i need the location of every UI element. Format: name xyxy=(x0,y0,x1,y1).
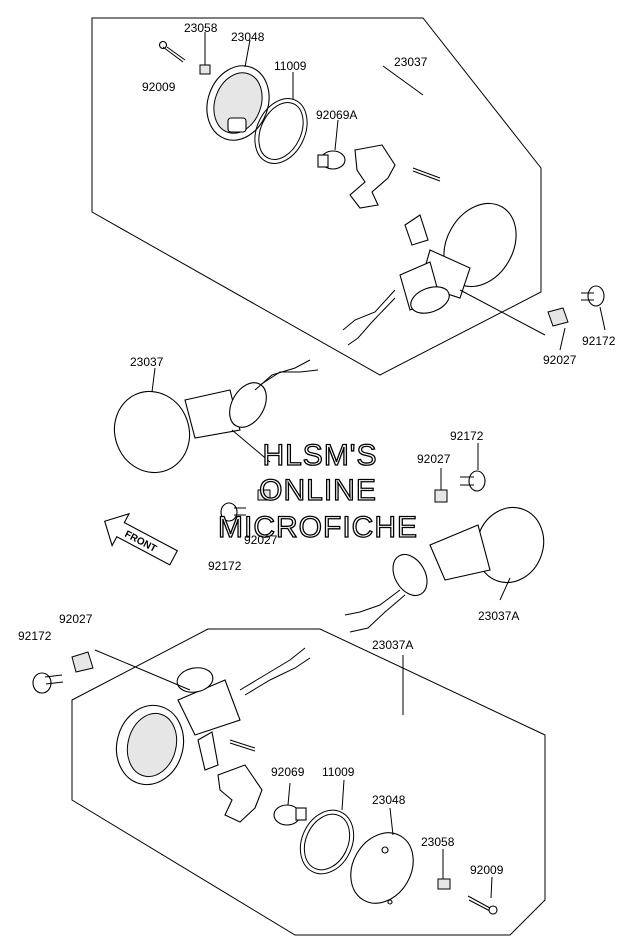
clip-top xyxy=(404,214,429,246)
turn-signal-housing-mid-right xyxy=(344,507,545,633)
socket-bottom xyxy=(217,764,263,823)
nut-23058-top xyxy=(199,64,211,75)
label-92172-top: 92172 xyxy=(582,334,616,348)
watermark-line1: HLSM'S xyxy=(262,439,377,472)
label-11009-bottom: 11009 xyxy=(322,765,355,779)
lens-23048-bottom xyxy=(350,832,414,905)
label-11009-top: 11009 xyxy=(274,59,307,73)
collar-92027-mid-left xyxy=(257,489,271,501)
bolt-92172-mid-right xyxy=(460,470,486,492)
clip-bottom xyxy=(197,731,219,771)
label-23048-bottom: 23048 xyxy=(372,793,406,807)
label-23058-bottom: 23058 xyxy=(421,835,455,849)
top-outline xyxy=(91,17,542,376)
label-92009-bottom: 92009 xyxy=(470,863,504,877)
socket-bracket-top xyxy=(349,144,396,209)
screw-92009-top xyxy=(158,40,186,63)
screw-92009-bottom xyxy=(467,895,498,915)
label-23037A-mid: 23037A xyxy=(478,609,519,623)
label-92027-bottom: 92027 xyxy=(59,612,93,626)
label-92172-mid-right: 92172 xyxy=(450,429,484,443)
top-assembly xyxy=(91,17,606,376)
label-92027-top: 92027 xyxy=(543,353,577,367)
part-labels: 23058 23048 11009 92009 23037 92069A 920… xyxy=(18,21,616,877)
label-92069-bottom: 92069 xyxy=(271,765,305,779)
label-23037-top: 23037 xyxy=(394,55,428,69)
collar-92027-top xyxy=(547,307,569,327)
turn-signal-housing-mid-left xyxy=(113,359,319,474)
label-92027-mid-right: 92027 xyxy=(417,452,451,466)
label-92069A-top: 92069A xyxy=(316,108,357,122)
middle-right-assembly xyxy=(344,443,545,633)
bulb-92069A-top xyxy=(317,150,346,170)
bottom-outline xyxy=(71,628,546,936)
label-23058-top: 23058 xyxy=(184,21,218,35)
middle-left-assembly xyxy=(113,359,319,522)
front-arrow: FRONT xyxy=(103,512,179,566)
nut-23058-bottom xyxy=(437,878,451,890)
gasket-11009-bottom xyxy=(299,809,355,875)
label-23037A-bottom: 23037A xyxy=(372,638,413,652)
label-92172-bottom: 92172 xyxy=(18,629,52,643)
bottom-assembly xyxy=(32,628,546,936)
watermark: HLSM'S ONLINE MICROFICHE xyxy=(217,438,418,544)
label-92027-mid-left: 92027 xyxy=(244,533,278,547)
bolt-92172-bottom xyxy=(32,672,64,694)
watermark-line2: ONLINE xyxy=(259,474,377,507)
collar-92027-bottom xyxy=(71,651,94,673)
label-23048-top: 23048 xyxy=(231,30,265,44)
gasket-11009-top xyxy=(254,98,308,164)
small-screw-top xyxy=(412,167,441,182)
watermark-line3: MICROFICHE xyxy=(218,511,418,544)
label-92172-mid-left: 92172 xyxy=(208,559,242,573)
leader-top-housing xyxy=(459,289,546,336)
bolt-92172-mid-left xyxy=(220,502,246,522)
collar-92027-mid-right xyxy=(434,489,448,503)
small-screw-bottom xyxy=(229,739,256,752)
bolt-92172-top xyxy=(581,285,605,307)
lens-23048-top xyxy=(206,65,270,141)
label-92009-top: 92009 xyxy=(142,80,176,94)
label-23037-mid: 23037 xyxy=(130,355,164,369)
turn-signal-housing-bottom xyxy=(115,647,311,786)
bulb-92069-bottom xyxy=(273,804,307,826)
turn-signal-housing-top xyxy=(342,202,517,346)
